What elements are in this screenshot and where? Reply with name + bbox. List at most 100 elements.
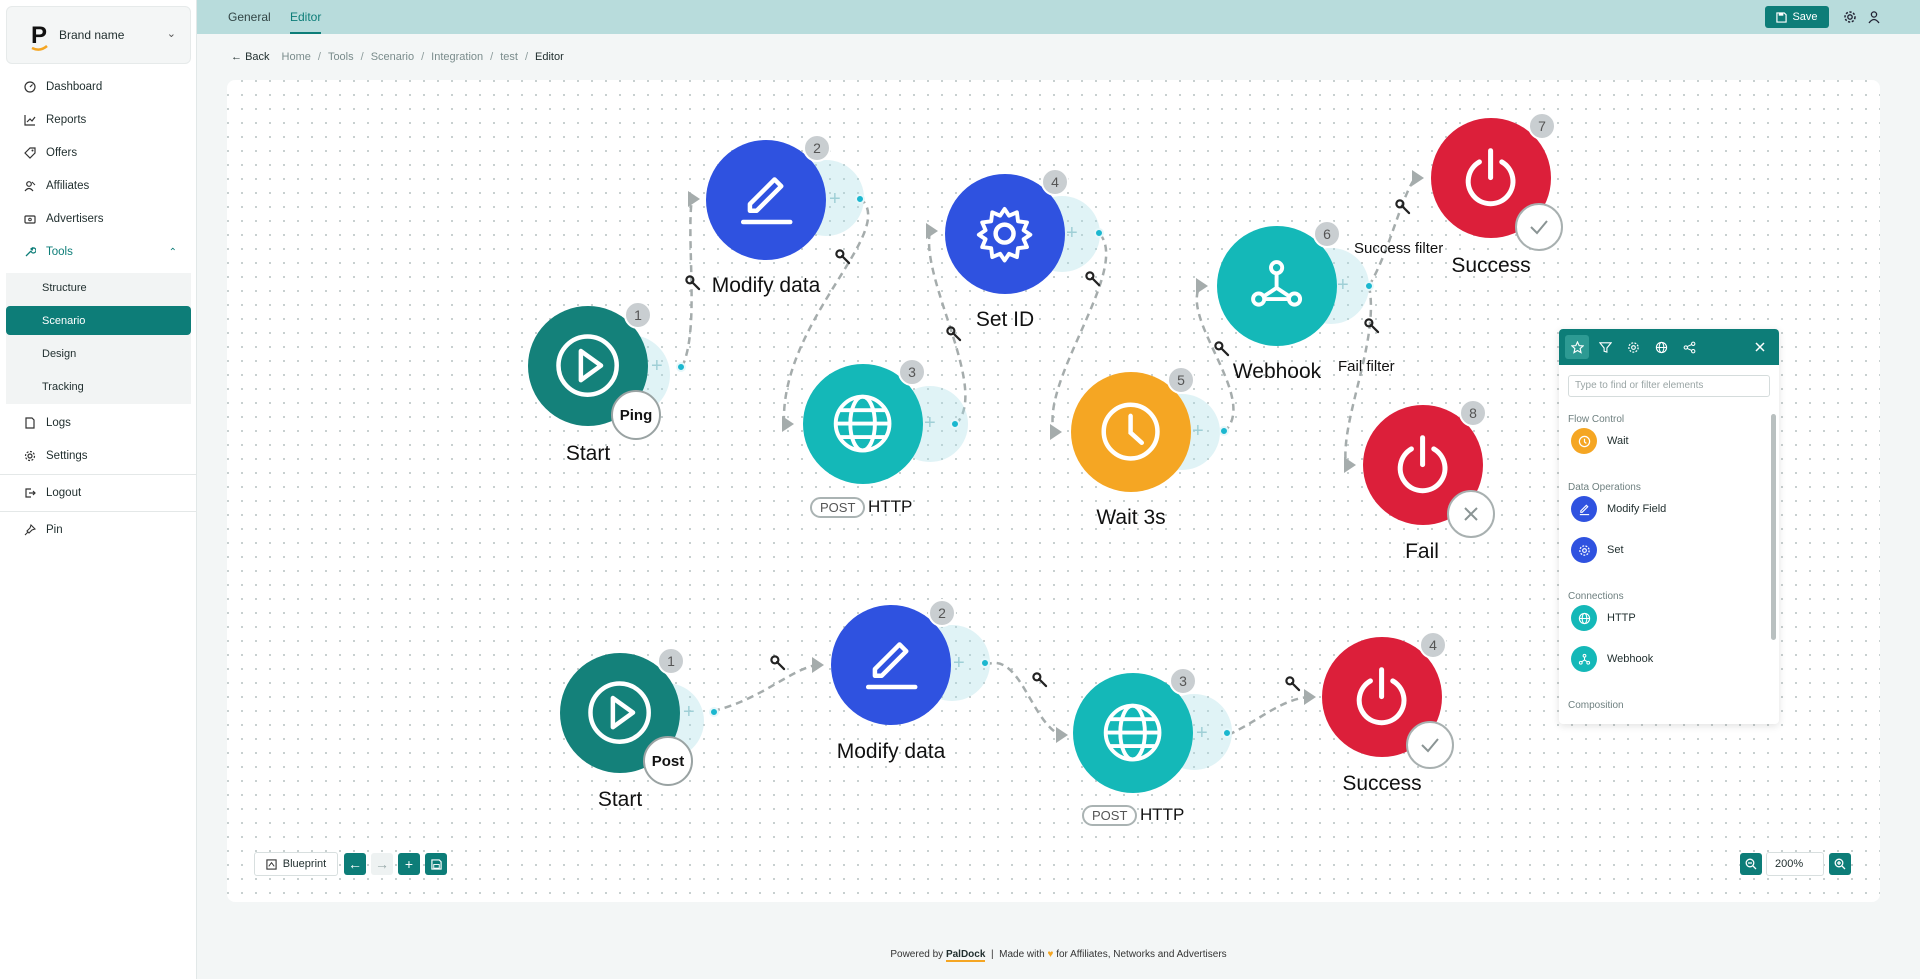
sidebar-item-logs[interactable]: Logs (6, 408, 191, 438)
redo-button[interactable]: → (371, 853, 393, 875)
modify-data-node[interactable] (706, 140, 826, 260)
tools-submenu (6, 273, 191, 404)
tab-operations[interactable] (1621, 335, 1645, 359)
tab-editor[interactable]: Editor (290, 0, 322, 34)
tab-share[interactable] (1677, 335, 1701, 359)
set-id-node[interactable] (945, 174, 1065, 294)
wait-node[interactable] (1071, 372, 1191, 492)
globe-icon (1104, 704, 1162, 762)
user-icon[interactable] (1867, 10, 1881, 24)
save-scenario-button[interactable] (425, 853, 447, 875)
add-node-icon[interactable]: + (953, 652, 965, 674)
sidebar-item-affiliates[interactable]: Affiliates (6, 171, 191, 201)
group-title: Connections (1568, 591, 1624, 602)
http-node[interactable] (803, 364, 923, 484)
node-badge: 3 (898, 358, 926, 386)
zoom-in-button[interactable] (1829, 853, 1851, 875)
add-node-icon[interactable]: + (651, 355, 663, 377)
add-node-icon[interactable]: + (1337, 274, 1349, 296)
tab-favorites[interactable] (1565, 335, 1589, 359)
brand-logo: P (31, 22, 48, 51)
sidebar-item-label: Tools (46, 246, 73, 258)
add-node-icon[interactable]: + (683, 701, 695, 723)
output-handle[interactable] (980, 658, 990, 668)
webhook-node[interactable] (1217, 226, 1337, 346)
trigger-tag: Post (643, 736, 693, 786)
sidebar-item-tools[interactable]: Tools ⌃ (6, 237, 191, 267)
blueprint-icon (266, 858, 277, 870)
tab-connections[interactable] (1649, 335, 1673, 359)
gear-icon (1571, 537, 1597, 563)
sidebar-subitem-scenario[interactable]: Scenario (6, 306, 191, 335)
add-node-icon[interactable]: + (1192, 420, 1204, 442)
tab-filters[interactable] (1593, 335, 1617, 359)
brand-switcher[interactable]: P Brand name ⌄ (6, 6, 191, 64)
output-handle[interactable] (1219, 426, 1229, 436)
output-handle[interactable] (1364, 281, 1374, 291)
sidebar-subitem-design[interactable]: Design (42, 347, 77, 360)
star-icon (1570, 340, 1584, 354)
breadcrumb-item[interactable]: Home (281, 51, 311, 63)
element-modify-field[interactable]: Modify Field (1571, 496, 1666, 522)
zoom-out-button[interactable] (1740, 853, 1762, 875)
add-node-icon[interactable]: + (829, 188, 841, 210)
add-node-icon[interactable]: + (1066, 222, 1078, 244)
http-method-badge: POST (810, 497, 866, 518)
dashboard-icon (23, 80, 37, 94)
sidebar-item-label: Logs (46, 417, 71, 429)
http-node[interactable] (1073, 673, 1193, 793)
output-handle[interactable] (950, 419, 960, 429)
output-handle[interactable] (709, 707, 719, 717)
tab-general[interactable]: General (228, 10, 271, 24)
sidebar-item-settings[interactable]: Settings (6, 441, 191, 471)
success-filter-label[interactable]: Success filter (1354, 240, 1444, 257)
sidebar-item-label: Settings (46, 450, 88, 462)
output-handle[interactable] (1222, 728, 1232, 738)
breadcrumb-item[interactable]: test (500, 51, 518, 63)
node-badge: 1 (624, 301, 652, 329)
breadcrumb-item[interactable]: Scenario (370, 51, 415, 63)
add-node-icon[interactable]: + (1196, 722, 1208, 744)
undo-button[interactable]: ← (344, 853, 366, 875)
sidebar-item-logout[interactable]: Logout (6, 478, 191, 508)
close-icon[interactable] (1753, 340, 1767, 354)
node-badge: 2 (803, 134, 831, 162)
zoom-level-input[interactable]: 200% (1766, 852, 1824, 876)
gear-icon (977, 207, 1033, 263)
breadcrumb: ← Back Home/ Tools/ Scenario/ Integratio… (231, 51, 564, 63)
element-http[interactable]: HTTP (1571, 605, 1636, 631)
gear-icon[interactable] (1843, 10, 1857, 24)
save-button[interactable]: Save (1765, 6, 1829, 28)
back-link[interactable]: ← Back (231, 51, 270, 63)
sidebar-subitem-structure[interactable]: Structure (42, 281, 87, 294)
output-handle[interactable] (855, 194, 865, 204)
element-wait[interactable]: Wait (1571, 428, 1629, 454)
node-label: Webhook (1232, 360, 1322, 383)
sidebar-item-reports[interactable]: Reports (6, 105, 191, 135)
blueprint-button[interactable]: Blueprint (254, 852, 338, 876)
power-icon (1398, 435, 1448, 494)
start-node[interactable] (528, 306, 648, 426)
panel-scrollbar[interactable] (1771, 414, 1776, 640)
sidebar-divider (0, 511, 197, 512)
add-node-icon[interactable]: + (924, 412, 936, 434)
breadcrumb-item[interactable]: Integration (431, 51, 484, 63)
modify-data-node[interactable] (831, 605, 951, 725)
output-handle[interactable] (1094, 228, 1104, 238)
add-button[interactable]: + (398, 853, 420, 875)
sidebar-item-advertisers[interactable]: Advertisers (6, 204, 191, 234)
element-set[interactable]: Set (1571, 537, 1624, 563)
sidebar-item-offers[interactable]: Offers (6, 138, 191, 168)
fail-filter-label[interactable]: Fail filter (1338, 358, 1395, 375)
breadcrumb-item[interactable]: Tools (327, 51, 354, 63)
panel-header (1559, 329, 1779, 365)
sidebar-item-dashboard[interactable]: Dashboard (6, 72, 191, 102)
sidebar-item-pin[interactable]: Pin (6, 515, 191, 545)
output-handle[interactable] (676, 362, 686, 372)
element-search-input[interactable]: Type to find or filter elements (1568, 375, 1770, 397)
element-webhook[interactable]: Webhook (1571, 646, 1653, 672)
sidebar-subitem-tracking[interactable]: Tracking (42, 380, 84, 393)
node-label: Wait 3s (1096, 506, 1166, 529)
footer-brand[interactable]: PalDock (945, 949, 986, 962)
users-icon (23, 179, 37, 193)
